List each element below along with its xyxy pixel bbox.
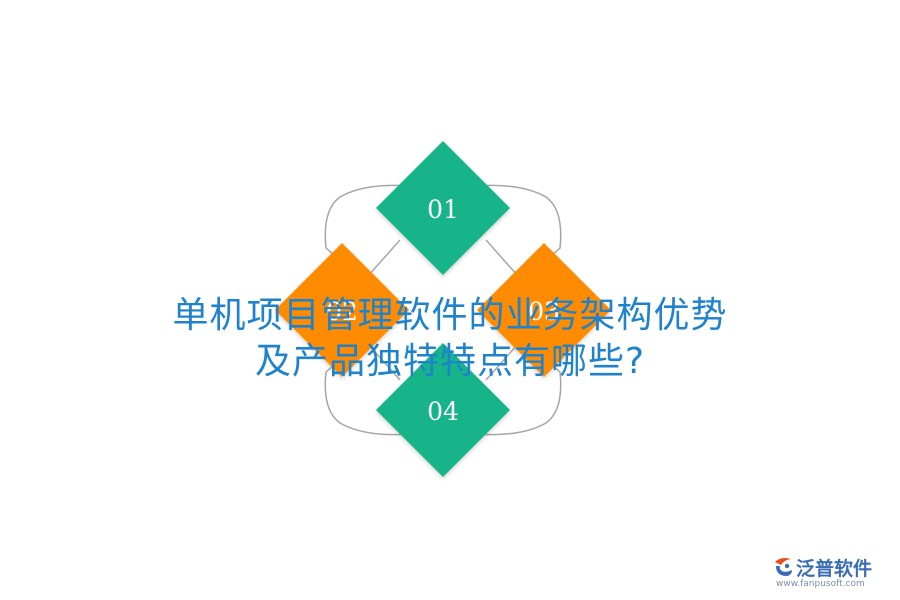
connector-inner bbox=[359, 239, 527, 381]
diamond-label-01: 01 bbox=[427, 195, 459, 224]
diamond-label-03: 03 bbox=[528, 297, 560, 326]
diamond-shape-03 bbox=[477, 243, 611, 377]
diamond-item-04: 04 bbox=[376, 343, 510, 477]
logo-name: 泛普软件 bbox=[796, 558, 873, 580]
diamond-item-02: 02 bbox=[275, 243, 409, 377]
diamond-label-02: 02 bbox=[326, 297, 358, 326]
diamond-shape-04 bbox=[376, 343, 510, 477]
diamond-label-04: 04 bbox=[427, 397, 459, 426]
diamond-shape-02 bbox=[275, 243, 409, 377]
logo-url: www.fanpusoft.com bbox=[776, 579, 865, 589]
diamond-item-03: 03 bbox=[477, 243, 611, 377]
fanpu-logo-icon bbox=[775, 558, 792, 576]
brand-logo: 泛普软件 www.fanpusoft.com bbox=[766, 552, 892, 594]
diamond-shape-01 bbox=[376, 141, 510, 275]
diamond-item-01: 01 bbox=[376, 141, 510, 275]
